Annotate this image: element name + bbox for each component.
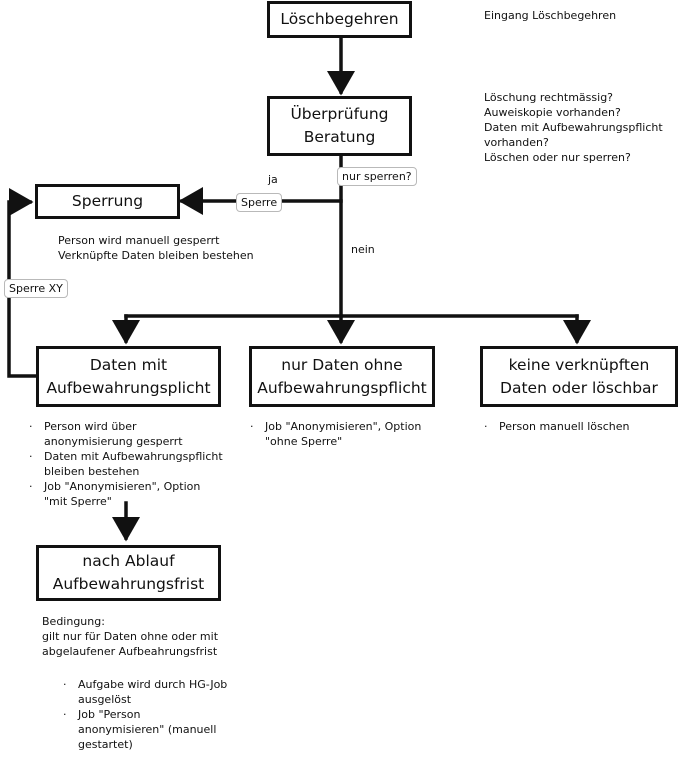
note-line: Löschung rechtmässig? [484,91,614,104]
note-line: gilt nur für Daten ohne oder mit [42,630,219,643]
node-keine-verknuepften-daten: keine verknüpften Daten oder löschbar [480,346,678,407]
node-loeschbegehren: Löschbegehren [267,1,412,38]
bullet-item: Job "Anonymisieren", Option "mit Sperre" [29,479,244,509]
node-nur-daten-ohne-aufbewahrungspflicht: nur Daten ohne Aufbewahrungspflicht [249,346,435,407]
bullets-nach-ablauf: Aufgabe wird durch HG-Job ausgelöst Job … [63,677,263,752]
edge-label-nein: nein [351,243,375,256]
node-nach-ablauf-aufbewahrungsfrist: nach Ablauf Aufbewahrungsfrist [36,545,221,601]
bullet-item: Daten mit Aufbewahrungspflicht bleiben b… [29,449,244,479]
bullets-ohne-aufbewahrungspflicht: Job "Anonymisieren", Option "ohne Sperre… [250,419,450,449]
edge-label-nur-sperren: nur sperren? [337,167,417,186]
bullet-item: Person wird über anonymisierung gesperrt [29,419,244,449]
bullet-item: Job "Person anonymisieren" (manuell gest… [63,707,263,752]
note-line: abgelaufener Aufbeahrungsfrist [42,645,218,658]
note-line: Person wird manuell gesperrt [58,234,220,247]
edge-label-sperre: Sperre [236,193,283,212]
bullets-aufbewahrungspflicht: Person wird über anonymisierung gesperrt… [29,419,244,509]
bullets-keine-daten: Person manuell löschen [484,419,674,434]
note-line: Bedingung: [42,615,105,628]
note-line: vorhanden? [484,136,549,149]
edge-label-sperre-xy: Sperre XY [4,279,68,298]
note-line: Daten mit Aufbewahrungspflicht [484,121,663,134]
bullet-item: Job "Anonymisieren", Option "ohne Sperre… [250,419,450,449]
edge-label-ja: ja [268,173,278,186]
note-line: Verknüpfte Daten bleiben bestehen [58,249,254,262]
note-line: Auweiskopie vorhanden? [484,106,621,119]
node-daten-mit-aufbewahrungspflicht: Daten mit Aufbewahrungsplicht [36,346,221,407]
bullet-item: Aufgabe wird durch HG-Job ausgelöst [63,677,263,707]
note-eingang: Eingang Löschbegehren [484,9,617,22]
node-sperrung: Sperrung [35,184,180,219]
note-line: Löschen oder nur sperren? [484,151,631,164]
bullet-item: Person manuell löschen [484,419,674,434]
node-ueberpruefung-beratung: Überprüfung Beratung [267,96,412,156]
note-pruefung: Löschung rechtmässig? Auweiskopie vorhan… [484,90,663,165]
note-sperrung: Person wird manuell gesperrt Verknüpfte … [58,233,254,263]
note-bedingung: Bedingung: gilt nur für Daten ohne oder … [42,614,218,659]
